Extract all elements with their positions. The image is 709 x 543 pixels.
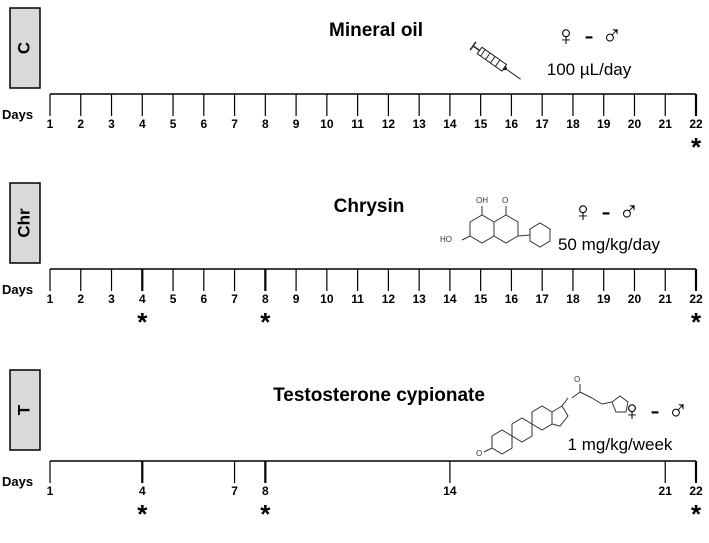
day-label: 8: [262, 484, 269, 498]
dose-label: 1 mg/kg/week: [568, 435, 673, 454]
syringe-icon: [469, 41, 521, 80]
day-label: 9: [293, 292, 300, 306]
day-label: 9: [293, 117, 300, 131]
day-label: 13: [412, 292, 426, 306]
day-label: 15: [474, 117, 488, 131]
molecule-label: OH: [476, 196, 488, 205]
day-label: 18: [566, 292, 580, 306]
day-label: 6: [200, 117, 207, 131]
day-label: 2: [77, 117, 84, 131]
day-label: 1: [47, 117, 54, 131]
testosterone-cypionate-structure-icon: O O: [476, 375, 629, 458]
day-label: 21: [659, 117, 673, 131]
sampling-asterisk: *: [691, 307, 702, 337]
sex-symbols: ♀ - ♂: [622, 395, 689, 426]
day-label: 12: [382, 117, 396, 131]
day-label: 14: [443, 117, 457, 131]
day-label: 10: [320, 292, 334, 306]
group-box: [9, 7, 41, 89]
day-label: 21: [659, 484, 673, 498]
day-label: 5: [170, 117, 177, 131]
day-label: 7: [231, 484, 238, 498]
day-label: 22: [689, 292, 703, 306]
day-label: 1: [47, 484, 54, 498]
day-label: 2: [77, 292, 84, 306]
day-label: 3: [108, 117, 115, 131]
day-label: 14: [443, 484, 457, 498]
days-label: Days: [2, 282, 33, 297]
day-label: 13: [412, 117, 426, 131]
molecule-label: O: [476, 449, 482, 458]
group-code: T: [14, 404, 33, 415]
sampling-asterisk: *: [137, 499, 148, 529]
group-box: [9, 182, 41, 264]
sampling-asterisk: *: [260, 499, 271, 529]
day-label: 11: [351, 292, 364, 306]
panel-title: Testosterone cypionate: [273, 385, 485, 406]
sampling-asterisk: *: [691, 132, 702, 162]
day-label: 11: [351, 117, 364, 131]
dose-label: 50 mg/kg/day: [558, 235, 661, 254]
day-label: 16: [505, 117, 519, 131]
day-label: 7: [231, 117, 238, 131]
day-label: 4: [139, 292, 146, 306]
dose-label: 100 µL/day: [547, 60, 632, 79]
day-label: 7: [231, 292, 238, 306]
sampling-asterisk: *: [260, 307, 271, 337]
day-label: 17: [536, 292, 550, 306]
sex-symbols: ♀ - ♂: [556, 20, 623, 51]
molecule-label: O: [574, 375, 580, 384]
sampling-asterisk: *: [691, 499, 702, 529]
day-label: 5: [170, 292, 177, 306]
panel-title: Mineral oil: [329, 20, 423, 41]
group-box: [9, 369, 41, 451]
day-label: 20: [628, 292, 642, 306]
day-label: 22: [689, 117, 703, 131]
days-label: Days: [2, 474, 33, 489]
day-label: 17: [536, 117, 550, 131]
panel-testosterone: T Testosterone cypionate ♀ - ♂ 1 mg/kg/w…: [2, 369, 703, 529]
day-label: 15: [474, 292, 488, 306]
day-label: 20: [628, 117, 642, 131]
day-label: 19: [597, 117, 611, 131]
day-label: 14: [443, 292, 457, 306]
day-label: 18: [566, 117, 580, 131]
day-label: 4: [139, 484, 146, 498]
day-label: 10: [320, 117, 334, 131]
molecule-label: O: [502, 196, 508, 205]
sex-symbols: ♀ - ♂: [573, 196, 640, 227]
day-label: 6: [200, 292, 207, 306]
day-label: 4: [139, 117, 146, 131]
days-label: Days: [2, 107, 33, 122]
day-label: 22: [689, 484, 703, 498]
group-code: C: [14, 42, 33, 54]
day-label: 16: [505, 292, 519, 306]
chrysin-structure-icon: OH O HO: [440, 196, 551, 248]
day-label: 21: [659, 292, 673, 306]
day-label: 12: [382, 292, 396, 306]
panel-title: Chrysin: [334, 196, 405, 217]
day-label: 8: [262, 292, 269, 306]
panel-chrysin: Chr Chrysin ♀ - ♂ 50 mg/kg/day OH O HO D…: [2, 182, 703, 337]
day-label: 3: [108, 292, 115, 306]
group-code: Chr: [14, 208, 33, 238]
sampling-asterisk: *: [137, 307, 148, 337]
molecule-label: HO: [440, 235, 452, 244]
day-label: 1: [47, 292, 54, 306]
day-label: 19: [597, 292, 611, 306]
day-label: 8: [262, 117, 269, 131]
